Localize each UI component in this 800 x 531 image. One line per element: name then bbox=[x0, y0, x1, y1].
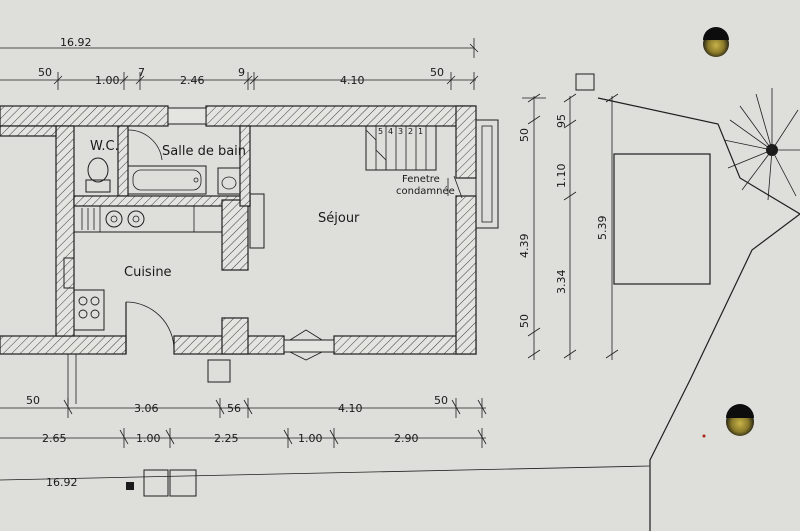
room-label-kitchen: Cuisine bbox=[124, 265, 172, 280]
bottom-dim-1-1: 50 bbox=[26, 394, 40, 407]
room-label-wc: W.C. bbox=[90, 139, 119, 154]
right-dim-6: 3.34 bbox=[555, 270, 568, 295]
top-dim-5: 9 bbox=[238, 66, 245, 79]
right-dim-2: 4.39 bbox=[518, 234, 531, 259]
right-dim-1: 50 bbox=[518, 128, 531, 142]
radiator-icon bbox=[249, 193, 265, 249]
bottom-dim-1-4: 4.10 bbox=[338, 402, 363, 415]
top-dimension-lines bbox=[0, 38, 479, 90]
red-dot-mark bbox=[702, 434, 706, 438]
bottom-dimension-lines bbox=[0, 398, 651, 497]
top-dim-2: 1.00 bbox=[95, 74, 120, 87]
tree-icon bbox=[723, 88, 800, 201]
stair-step-2: 2 bbox=[408, 127, 413, 136]
toilet-icon bbox=[85, 157, 111, 193]
room-label-bathroom: Salle de bain bbox=[162, 144, 246, 159]
top-overall-dim: 16.92 bbox=[60, 36, 92, 49]
bottom-dim-1-3: 56 bbox=[227, 402, 241, 415]
stair-step-5: 5 bbox=[378, 127, 383, 136]
bathroom-sink-icon bbox=[217, 167, 241, 195]
bottom-dim-2-4: 1.00 bbox=[298, 432, 323, 445]
right-dim-5: 1.10 bbox=[555, 164, 568, 189]
bottom-dim-1-2: 3.06 bbox=[134, 402, 159, 415]
exterior-step-icon bbox=[207, 359, 231, 383]
kitchen-radiator-icon bbox=[63, 257, 75, 289]
bathtub-icon bbox=[127, 165, 207, 195]
stair-step-4: 4 bbox=[388, 127, 393, 136]
right-dim-3: 50 bbox=[518, 314, 531, 328]
right-dim-7: 5.39 bbox=[596, 216, 609, 241]
walls bbox=[0, 105, 499, 355]
window-note-line-1: Fenetre bbox=[402, 174, 440, 185]
top-dim-4: 2.46 bbox=[180, 74, 205, 87]
right-dimension-lines bbox=[522, 73, 619, 360]
bottom-dim-1-5: 50 bbox=[434, 394, 448, 407]
bottom-overall-dim: 16.92 bbox=[46, 476, 78, 489]
kitchen-sink-icon bbox=[73, 205, 223, 233]
garden-outline bbox=[597, 97, 800, 531]
stove-icon bbox=[73, 289, 105, 331]
bottom-dim-2-3: 2.25 bbox=[214, 432, 239, 445]
kitchen-door-icon bbox=[125, 301, 175, 354]
bottom-dim-2-2: 1.00 bbox=[136, 432, 161, 445]
right-dim-4: 95 bbox=[555, 114, 568, 128]
living-window-icon bbox=[289, 329, 323, 361]
window-note-line-2: condamnée bbox=[396, 185, 455, 197]
binder-hole-top bbox=[703, 27, 729, 57]
stair-step-3: 3 bbox=[398, 127, 403, 136]
staircase bbox=[365, 125, 437, 171]
bottom-dim-2-5: 2.90 bbox=[394, 432, 419, 445]
top-dim-3: 7 bbox=[138, 66, 145, 79]
bottom-dim-2-1: 2.65 bbox=[42, 432, 67, 445]
top-dim-6: 4.10 bbox=[340, 74, 365, 87]
top-dim-7: 50 bbox=[430, 66, 444, 79]
binder-hole-bottom bbox=[726, 404, 754, 436]
bathroom-door-icon bbox=[127, 129, 163, 161]
stair-step-1: 1 bbox=[418, 127, 423, 136]
room-label-living: Séjour bbox=[318, 211, 360, 226]
top-dim-1: 50 bbox=[38, 66, 52, 79]
